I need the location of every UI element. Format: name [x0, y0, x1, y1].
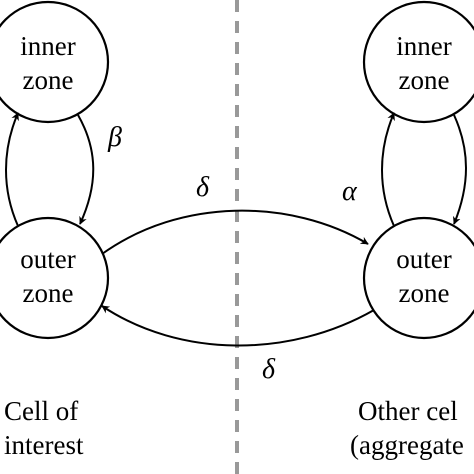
left-inner-label-1: inner	[20, 31, 75, 61]
left-outer-to-inner-edge	[5, 112, 19, 227]
delta-top-label: δ	[196, 172, 210, 203]
left-inner-to-outer-edge	[77, 114, 95, 225]
right-inner-to-outer-edge	[453, 114, 467, 225]
left-inner-zone-node	[0, 0, 110, 124]
right-caption-line-1: Other cel	[358, 396, 458, 426]
right-caption-line-2: (aggregate	[350, 430, 464, 460]
right-outer-to-left-outer-edge	[101, 305, 375, 347]
left-caption-line-2: interest	[4, 430, 84, 460]
right-inner-zone-node	[362, 0, 474, 124]
right-outer-label-2: zone	[399, 278, 450, 308]
alpha-label: α	[342, 176, 358, 207]
left-caption-line-1: Cell of	[4, 396, 78, 426]
left-outer-zone-node	[0, 216, 110, 340]
right-inner-label-1: inner	[396, 31, 451, 61]
right-inner-label-2: zone	[399, 65, 450, 95]
right-outer-label-1: outer	[396, 244, 451, 274]
right-outer-zone-node	[362, 216, 474, 340]
beta-label: β	[107, 122, 122, 153]
left-outer-label-2: zone	[23, 278, 74, 308]
left-outer-label-1: outer	[20, 244, 75, 274]
right-outer-to-inner-edge	[381, 112, 395, 227]
left-inner-label-2: zone	[23, 65, 74, 95]
delta-bottom-label: δ	[262, 354, 276, 385]
left-outer-to-right-outer-edge	[101, 209, 369, 255]
